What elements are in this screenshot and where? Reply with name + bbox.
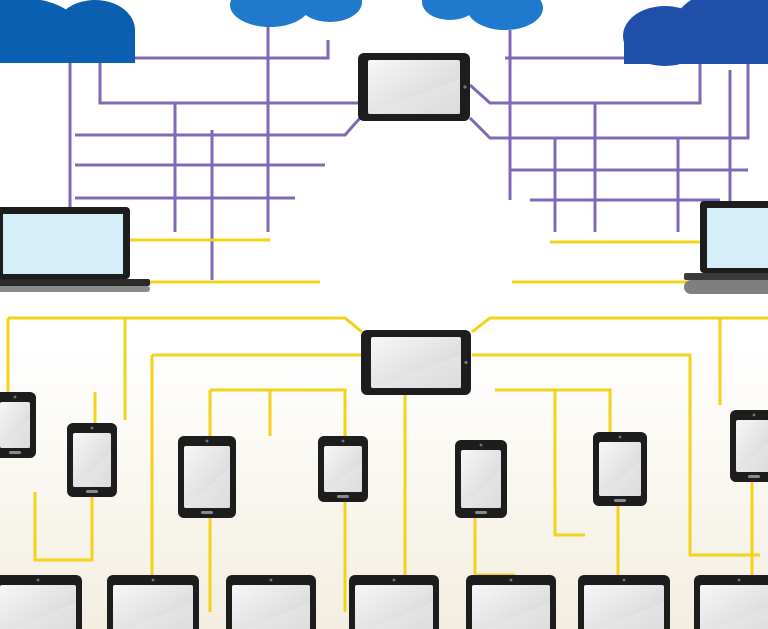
cloud-icon-top-right (623, 0, 768, 66)
cloud-icon-top-left (0, 0, 135, 63)
purple-connection-lines (68, 10, 750, 280)
tablet-icon-center-hub (361, 330, 471, 395)
laptop-icon-left (0, 207, 150, 292)
tablet-icon-row1-6 (593, 432, 647, 506)
tablet-icon-bottom-2 (107, 575, 199, 629)
tablet-icon-bottom-1 (0, 575, 82, 629)
tablet-icon-bottom-3 (226, 575, 316, 629)
tablet-icon-row1-1 (0, 392, 36, 458)
tablet-icon-top-hub (358, 53, 470, 121)
tablet-icon-row1-2 (67, 423, 117, 497)
tablet-icon-row1-5 (455, 440, 507, 518)
laptop-icon-right (684, 201, 768, 294)
tablet-icon-row1-3 (178, 436, 236, 518)
tablet-icon-row1-4 (318, 436, 368, 502)
cloud-icon-top-center-right (422, 0, 543, 30)
cloud-icon-top-center-left (230, 0, 362, 27)
tablet-icon-row1-7 (730, 410, 768, 482)
tablet-icon-bottom-4 (349, 575, 439, 629)
tablet-icon-bottom-5 (466, 575, 556, 629)
tablet-icon-bottom-7 (694, 575, 768, 629)
center-glow (64, 50, 704, 450)
tablet-icon-bottom-6 (578, 575, 670, 629)
